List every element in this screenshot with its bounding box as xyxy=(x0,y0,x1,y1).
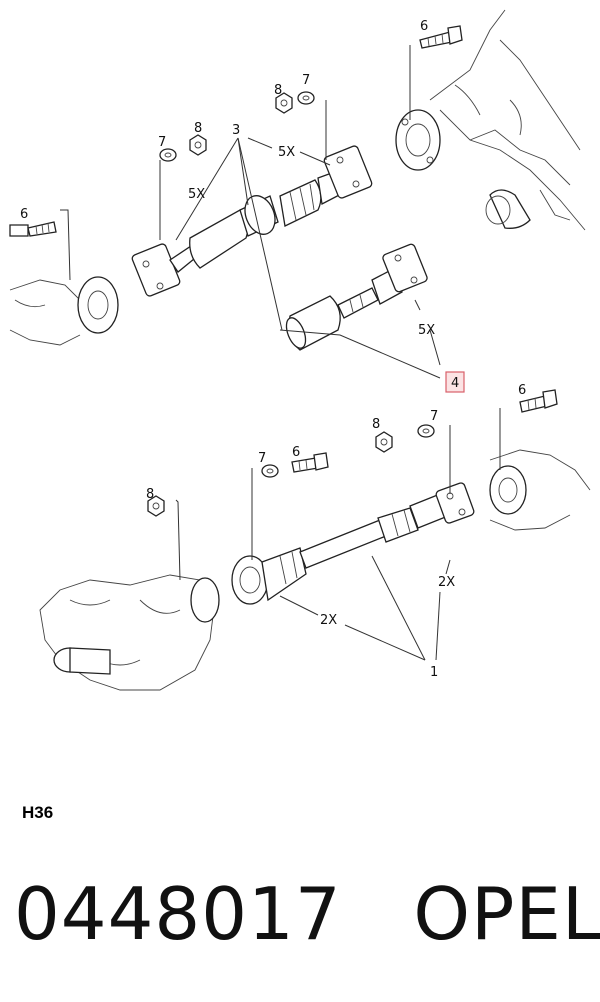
top-assembly: 3 5X 5X 5X 6 7 8 7 8 6 4 xyxy=(9,9,586,393)
top-callouts: 3 5X 5X 5X 6 7 8 7 8 6 4 xyxy=(20,19,465,393)
callout-8-mid: 8 xyxy=(194,121,202,136)
section-code: H36 xyxy=(22,803,54,822)
callout-7-bottom-right: 7 xyxy=(430,409,438,424)
bottom-right-housing-sketch xyxy=(489,449,591,531)
top-leader-lines xyxy=(60,45,441,379)
brand-name: OPEL xyxy=(413,872,600,956)
propshaft-assembly xyxy=(231,482,475,605)
multiplier-5x-a: 5X xyxy=(278,145,295,160)
callout-7-bottom-left: 7 xyxy=(258,451,266,466)
callout-7-mid: 7 xyxy=(158,135,166,150)
callout-1: 1 xyxy=(430,665,438,680)
propshaft-rear-section xyxy=(285,243,428,351)
callout-4-highlight xyxy=(445,371,465,393)
bottom-fasteners xyxy=(147,389,558,517)
callout-8-bottom-left: 8 xyxy=(146,487,154,502)
callout-8-bottom-right: 8 xyxy=(372,417,380,432)
bottom-callouts: 6 8 7 7 6 8 2X 2X 1 xyxy=(146,383,526,680)
propshaft-front-section xyxy=(131,145,373,297)
callout-3: 3 xyxy=(232,123,240,138)
callout-8-top: 8 xyxy=(274,83,282,98)
right-housing-sketch xyxy=(395,9,586,231)
part-number: 0448017 xyxy=(14,872,342,956)
multiplier-2x-left: 2X xyxy=(320,613,337,628)
multiplier-5x-c: 5X xyxy=(418,323,435,338)
bottom-assembly: 6 8 7 7 6 8 2X 2X 1 xyxy=(39,383,591,691)
callout-6-top-right: 6 xyxy=(420,19,428,34)
multiplier-5x-b: 5X xyxy=(188,187,205,202)
callout-6-bottom-right: 6 xyxy=(518,383,526,398)
callout-4: 4 xyxy=(451,376,459,391)
bottom-left-housing-sketch xyxy=(39,574,220,691)
left-housing-sketch xyxy=(9,276,119,346)
callout-7-top: 7 xyxy=(302,73,310,88)
part-number-line: 0448017 OPEL xyxy=(14,878,600,950)
multiplier-2x-right: 2X xyxy=(438,575,455,590)
callout-6-bottom-left: 6 xyxy=(292,445,300,460)
spacer xyxy=(342,872,414,956)
bottom-leader-lines xyxy=(175,408,501,661)
exploded-parts-diagram: 3 5X 5X 5X 6 7 8 7 8 6 4 xyxy=(9,9,591,691)
callout-6-left: 6 xyxy=(20,207,28,222)
top-fasteners xyxy=(9,25,463,237)
